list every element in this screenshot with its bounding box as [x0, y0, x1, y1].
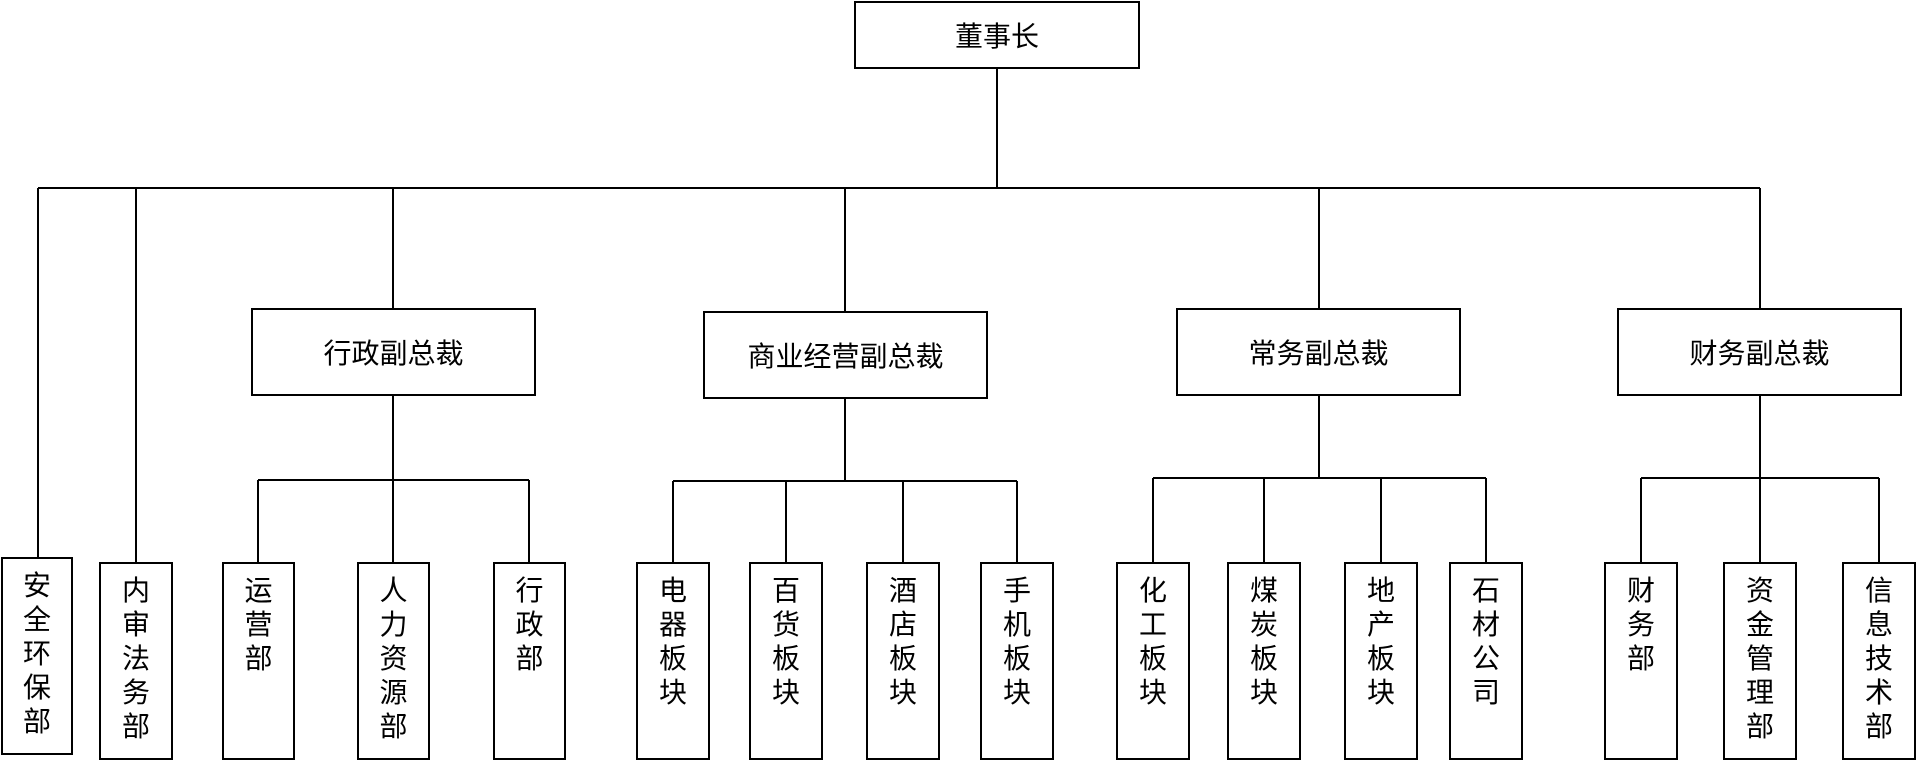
node-dept: 安全环保部 [1, 557, 73, 755]
node-dept-label: 酒店板块 [888, 574, 917, 709]
node-dept-label: 地产板块 [1366, 574, 1395, 709]
node-vp-business-label: 商业经营副总裁 [747, 340, 944, 373]
node-dept: 酒店板块 [866, 562, 940, 760]
node-dept-label: 人力资源部 [379, 574, 408, 743]
node-dept-label: 内审法务部 [121, 574, 150, 743]
node-dept: 资金管理部 [1723, 562, 1797, 760]
node-dept-label: 行政部 [515, 574, 544, 675]
node-dept: 石材公司 [1449, 562, 1523, 760]
node-vp-executive-label: 常务副总裁 [1248, 337, 1389, 370]
node-dept: 地产板块 [1344, 562, 1418, 760]
node-dept-label: 安全环保部 [22, 569, 51, 738]
node-dept-label: 化工板块 [1138, 574, 1167, 709]
node-vp-finance: 财务副总裁 [1617, 308, 1902, 396]
node-dept-label: 资金管理部 [1745, 574, 1774, 743]
node-vp-admin-label: 行政副总裁 [323, 337, 464, 370]
node-vp-business: 商业经营副总裁 [703, 311, 988, 399]
node-dept-label: 石材公司 [1471, 574, 1500, 709]
node-dept-label: 运营部 [244, 574, 273, 675]
node-dept-label: 手机板块 [1002, 574, 1031, 709]
node-dept: 化工板块 [1116, 562, 1190, 760]
node-dept: 内审法务部 [99, 562, 173, 760]
node-dept-label: 电器板块 [658, 574, 687, 709]
node-dept: 百货板块 [749, 562, 823, 760]
node-dept: 运营部 [222, 562, 295, 760]
node-vp-executive: 常务副总裁 [1176, 308, 1461, 396]
node-dept: 人力资源部 [357, 562, 430, 760]
node-dept: 行政部 [493, 562, 566, 760]
node-dept-label: 财务部 [1626, 574, 1655, 675]
node-vp-admin: 行政副总裁 [251, 308, 536, 396]
node-dept-label: 信息技术部 [1864, 574, 1893, 743]
node-dept-label: 百货板块 [771, 574, 800, 709]
node-dept: 信息技术部 [1842, 562, 1916, 760]
node-dept: 财务部 [1604, 562, 1678, 760]
node-vp-finance-label: 财务副总裁 [1689, 337, 1830, 370]
node-dept: 电器板块 [636, 562, 710, 760]
node-dept-label: 煤炭板块 [1249, 574, 1278, 709]
node-dept: 煤炭板块 [1227, 562, 1301, 760]
node-dept: 手机板块 [980, 562, 1054, 760]
node-chairman: 董事长 [854, 1, 1140, 69]
node-chairman-label: 董事长 [954, 20, 1039, 53]
